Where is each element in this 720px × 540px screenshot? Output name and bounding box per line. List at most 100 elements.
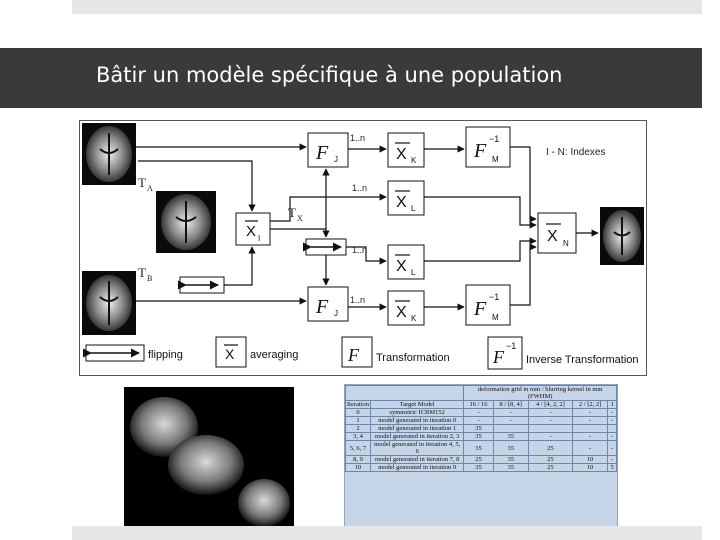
loop-label-1: 1..n bbox=[350, 133, 365, 143]
node-f-inv-m-bottom-sub: M bbox=[492, 313, 499, 322]
node-x-k-bottom-symbol: X bbox=[396, 304, 407, 321]
top-decorative-strip bbox=[72, 0, 702, 14]
table-cell-value: 5 bbox=[607, 463, 617, 472]
table-header-target: Target Model bbox=[370, 400, 465, 409]
table-cell-target: model generated in iteration 1 bbox=[370, 424, 465, 433]
node-f-inv-m-top-exp: −1 bbox=[489, 134, 499, 144]
table-cell-value: 25 bbox=[527, 440, 574, 456]
table-cell-target: model generated in iteration 9 bbox=[370, 463, 465, 472]
node-x-k-top: X K bbox=[387, 132, 425, 168]
table-cell-target: model generated in iteration 0 bbox=[370, 416, 465, 425]
node-x-k-top-sub: K bbox=[411, 156, 417, 165]
brain-scan-final bbox=[600, 207, 644, 265]
table-cell-value: - bbox=[527, 416, 574, 425]
node-f-j-top-symbol: F bbox=[315, 142, 329, 164]
table-cell-iteration: 5, 6, 7 bbox=[345, 440, 372, 456]
table-cell-target: model generated in iteration 4, 5, 6 bbox=[370, 440, 465, 456]
bottom-decorative-strip bbox=[72, 526, 702, 540]
table-cell-iteration: 10 bbox=[345, 463, 372, 472]
loop-label-4: 1..n bbox=[350, 295, 365, 305]
table-cell-value: - bbox=[572, 416, 609, 425]
node-x-l-lower-symbol: X bbox=[396, 258, 407, 275]
node-f-inv-m-bottom-symbol: F bbox=[473, 298, 487, 320]
table-cell-value bbox=[572, 424, 609, 433]
table-cell-value: 35 bbox=[492, 440, 529, 456]
table-cell-value: 25 bbox=[527, 463, 574, 472]
table-group-header: deformation grid in mm / blurring kernel… bbox=[463, 385, 617, 401]
node-f-inv-m-bottom: F −1 M bbox=[465, 284, 511, 326]
table-cell-value: 35 bbox=[492, 432, 529, 441]
node-f-j-top-sub: J bbox=[334, 155, 338, 164]
table-cell-value: - bbox=[607, 455, 617, 464]
table-header-param: 16 / 16 bbox=[463, 400, 494, 409]
table-header-param: 4 / [4, 2, 2] bbox=[527, 400, 574, 409]
node-x-k-top-symbol: X bbox=[396, 146, 407, 163]
table-cell-iteration: 8, 9 bbox=[345, 455, 372, 464]
table-cell-value bbox=[607, 424, 617, 433]
pipeline-diagram: T A T B T X X I F J bbox=[79, 120, 647, 376]
legend-inverse-exp: −1 bbox=[506, 341, 516, 351]
node-x-i-symbol: X bbox=[246, 223, 256, 240]
table-cell-value: 10 bbox=[572, 455, 609, 464]
table-header-iteration: Iteration bbox=[345, 400, 372, 409]
table-cell-value: 35 bbox=[492, 455, 529, 464]
table-cell-value: 25 bbox=[527, 455, 574, 464]
table-cell-iteration: 1 bbox=[345, 416, 372, 425]
table-cell-value: 35 bbox=[463, 463, 494, 472]
node-x-n-symbol: X bbox=[547, 228, 558, 245]
loop-label-2: 1..n bbox=[352, 183, 367, 193]
slide-title: Bâtir un modèle spécifique à une populat… bbox=[96, 63, 563, 87]
legend-flipping: flipping bbox=[148, 349, 183, 361]
table-cell-value bbox=[527, 424, 574, 433]
label-tx: T bbox=[288, 205, 296, 220]
table-cell-target: symmetric ICBM152 bbox=[370, 408, 465, 417]
table-cell-target: model generated in iteration 7, 8 bbox=[370, 455, 465, 464]
table-cell-value: - bbox=[607, 432, 617, 441]
node-f-inv-m-top: F −1 M bbox=[465, 126, 511, 168]
table-cell-value: 35 bbox=[463, 440, 494, 456]
node-x-l-upper-sub: L bbox=[411, 204, 416, 213]
table-cell-value: - bbox=[572, 432, 609, 441]
loop-label-3: 1..n bbox=[352, 245, 367, 255]
node-x-k-bottom-sub: K bbox=[411, 314, 417, 323]
node-f-inv-m-bottom-exp: −1 bbox=[489, 292, 499, 302]
node-f-j-bottom-symbol: F bbox=[315, 296, 329, 318]
table-cell-value bbox=[492, 424, 529, 433]
legend-transformation: Transformation bbox=[376, 352, 450, 364]
node-f-j-bottom-sub: J bbox=[334, 309, 338, 318]
table-cell-value: - bbox=[527, 432, 574, 441]
table-cell-value: - bbox=[492, 408, 529, 417]
table-cell-value: - bbox=[572, 408, 609, 417]
iteration-table: deformation grid in mm / blurring kernel… bbox=[344, 384, 618, 530]
table-header-param: 2 / [2, 2] bbox=[572, 400, 609, 409]
legend: flipping X averaging F Transformation F … bbox=[82, 336, 639, 370]
table-cell-value: 10 bbox=[572, 463, 609, 472]
legend-inverse-symbol: F bbox=[492, 347, 505, 367]
table-cell-target: model generated in iteration 2, 3 bbox=[370, 432, 465, 441]
node-x-l-upper: X L bbox=[387, 180, 425, 216]
node-x-i: X I bbox=[235, 212, 271, 246]
diagram-canvas: T A T B T X X I F J bbox=[82, 123, 644, 370]
brain-scan-b bbox=[82, 271, 136, 335]
label-ta-sub: A bbox=[147, 184, 153, 193]
table-cell-iteration: 0 bbox=[345, 408, 372, 417]
table-cell-iteration: 2 bbox=[345, 424, 372, 433]
table-header-param: 1 bbox=[607, 400, 617, 409]
node-x-l-lower: X L bbox=[387, 244, 425, 280]
label-tb-sub: B bbox=[147, 274, 152, 283]
node-x-l-upper-symbol: X bbox=[396, 194, 407, 211]
node-f-inv-m-top-sub: M bbox=[492, 155, 499, 164]
node-f-j-top: F J bbox=[307, 132, 349, 168]
table-cell-value: 25 bbox=[463, 455, 494, 464]
table-cell-value: - bbox=[607, 440, 617, 456]
table-cell-value: - bbox=[492, 416, 529, 425]
node-x-l-lower-sub: L bbox=[411, 268, 416, 277]
title-band bbox=[0, 48, 702, 108]
table-cell-value: - bbox=[463, 416, 494, 425]
